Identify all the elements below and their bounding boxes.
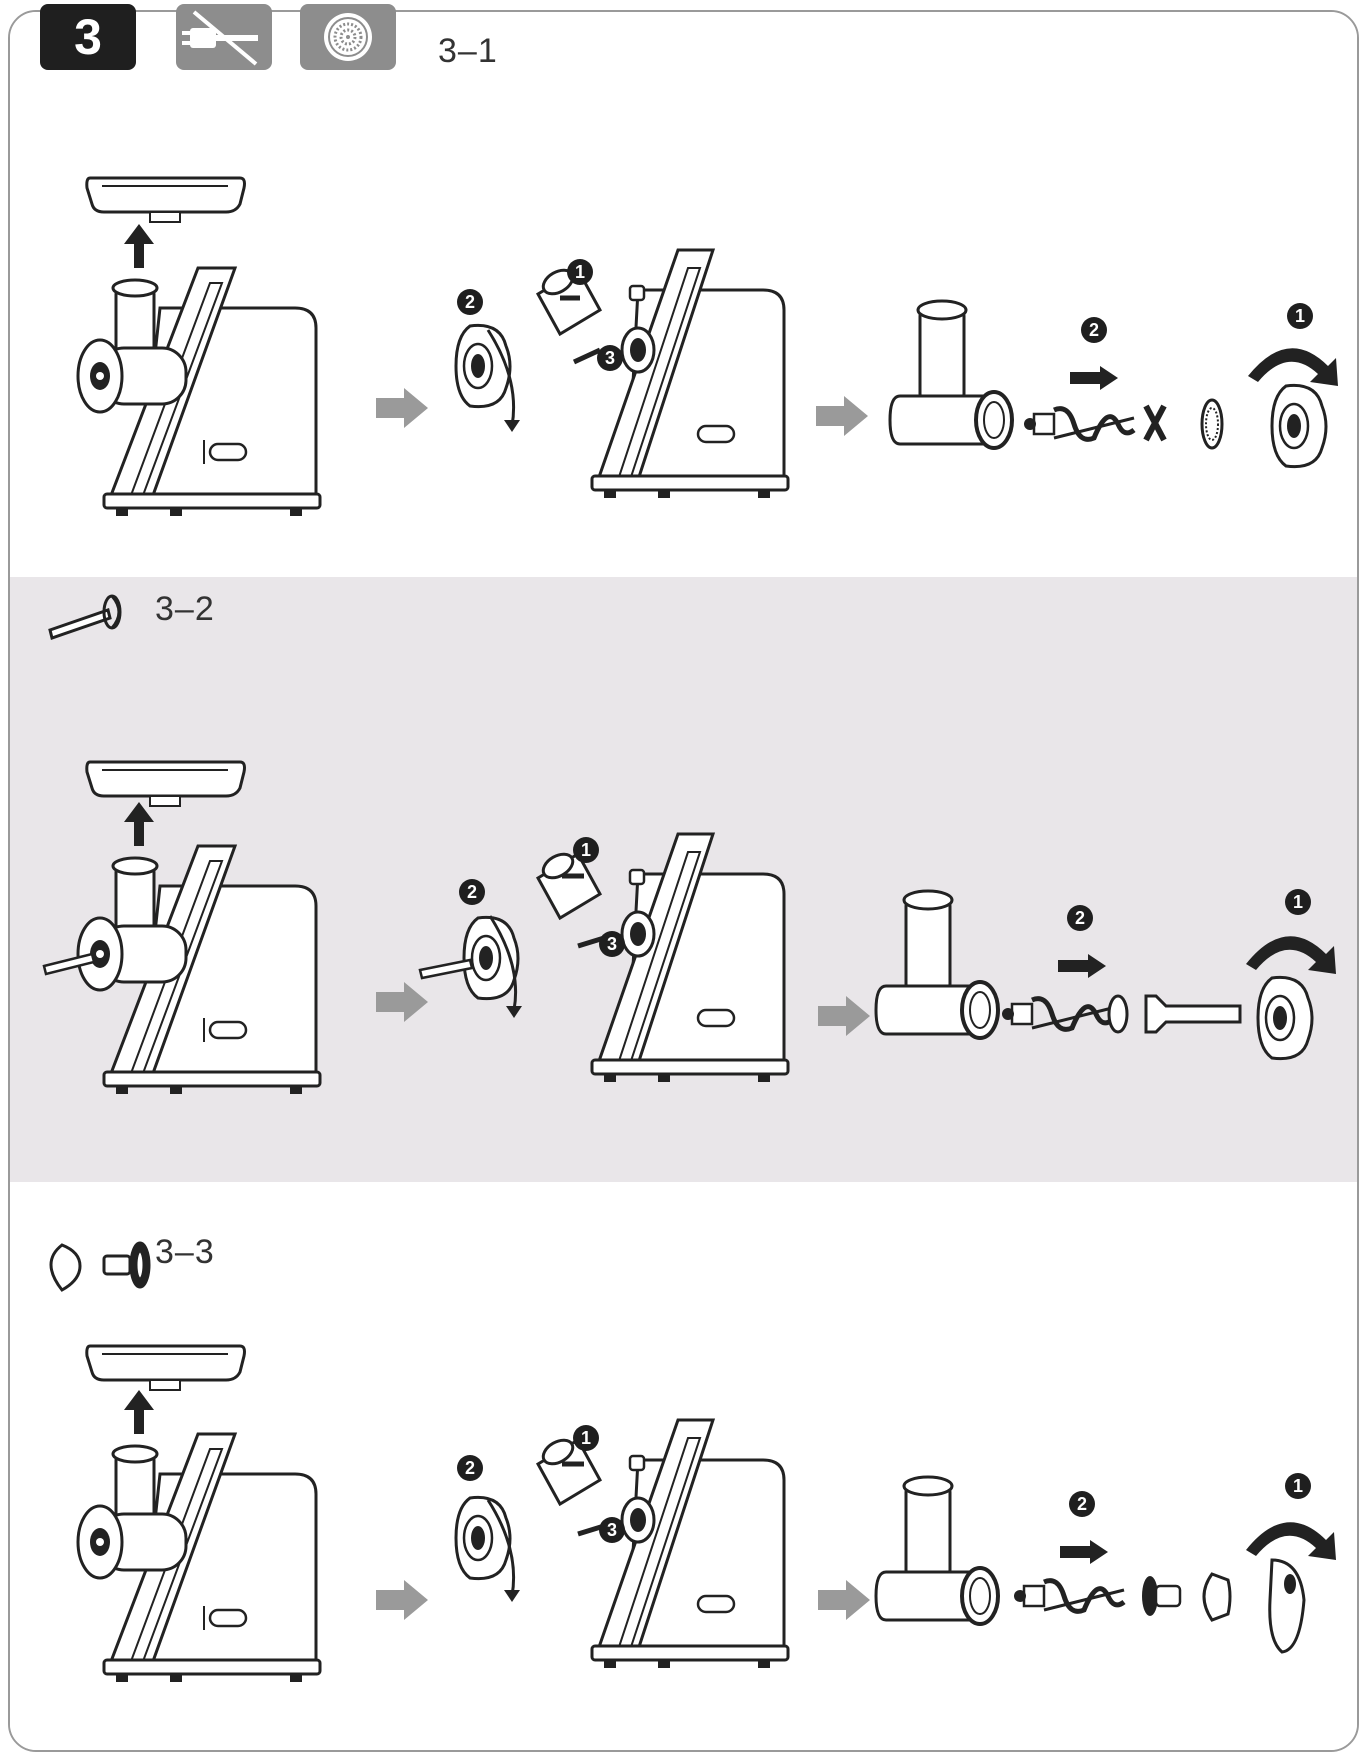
step-3-3-scene bbox=[76, 1344, 1336, 1684]
ring-nut bbox=[454, 1495, 512, 1581]
unscrew-arrow-icon bbox=[1246, 936, 1336, 974]
sausage-tube bbox=[42, 952, 96, 976]
grinder-head-body bbox=[874, 889, 1000, 1040]
step-marker-3 bbox=[599, 1517, 625, 1543]
ring-nut bbox=[1268, 1558, 1306, 1654]
ring-nut bbox=[1270, 383, 1328, 469]
step-number-badge: 3 bbox=[40, 4, 136, 70]
auger-screw bbox=[1002, 999, 1112, 1030]
grinder-head-release bbox=[536, 248, 790, 500]
grinder-head-body bbox=[888, 299, 1014, 450]
step-marker-2 bbox=[457, 1455, 483, 1481]
food-tray bbox=[85, 1344, 246, 1392]
next-arrow-icon bbox=[818, 1580, 870, 1620]
unplug-icon bbox=[176, 4, 272, 70]
step-marker-1 bbox=[1285, 1473, 1311, 1499]
up-arrow-icon bbox=[124, 802, 154, 846]
step-marker-3 bbox=[597, 345, 623, 371]
next-arrow-icon bbox=[376, 388, 428, 428]
food-tray bbox=[85, 176, 246, 224]
next-arrow-icon bbox=[818, 996, 870, 1036]
next-arrow-icon bbox=[816, 396, 868, 436]
kebbe-cone bbox=[1202, 1572, 1232, 1622]
spacer-disc bbox=[1107, 994, 1129, 1034]
step-marker-2 bbox=[1081, 317, 1107, 343]
sausage-tube bbox=[1144, 994, 1242, 1034]
section-label-3-3: 3–3 bbox=[155, 1233, 215, 1271]
right-arrow-icon bbox=[1058, 954, 1106, 978]
next-arrow-icon bbox=[376, 982, 428, 1022]
grinder-head-release bbox=[536, 832, 790, 1084]
assembled-grinder bbox=[76, 844, 322, 1096]
assembled-grinder bbox=[76, 1432, 322, 1684]
step-marker-1 bbox=[573, 1425, 599, 1451]
step-marker-2 bbox=[457, 289, 483, 315]
unscrew-arrow-icon bbox=[1248, 348, 1338, 386]
step-marker-3 bbox=[599, 931, 625, 957]
grinding-plate-icon bbox=[300, 4, 396, 70]
step-marker-1 bbox=[1287, 303, 1313, 329]
assembled-grinder bbox=[76, 266, 322, 518]
food-tray bbox=[85, 760, 246, 808]
step-marker-1 bbox=[567, 259, 593, 285]
section-label-3-2: 3–2 bbox=[155, 590, 215, 628]
step-3-1-scene bbox=[76, 176, 1338, 518]
grinder-head-release bbox=[536, 1418, 790, 1670]
next-arrow-icon bbox=[376, 1580, 428, 1620]
auger-screw bbox=[1024, 409, 1134, 440]
section-label-3-1: 3–1 bbox=[438, 32, 498, 70]
up-arrow-icon bbox=[124, 1390, 154, 1434]
right-arrow-icon bbox=[1070, 366, 1118, 390]
ring-nut bbox=[454, 323, 512, 409]
step-marker-2 bbox=[1067, 905, 1093, 931]
right-arrow-icon bbox=[1060, 1540, 1108, 1564]
auger-screw bbox=[1014, 1581, 1124, 1612]
unscrew-arrow-icon bbox=[1246, 1522, 1336, 1560]
step-marker-1 bbox=[1285, 889, 1311, 915]
step-marker-2 bbox=[1069, 1491, 1095, 1517]
kebbe-base bbox=[1142, 1576, 1158, 1616]
up-arrow-icon bbox=[124, 224, 154, 268]
grinder-head-body bbox=[874, 1475, 1000, 1626]
ring-nut bbox=[1256, 975, 1314, 1061]
step-3-2-scene bbox=[42, 760, 1336, 1096]
step-marker-2 bbox=[459, 879, 485, 905]
step-marker-1 bbox=[573, 837, 599, 863]
cutting-blade bbox=[1143, 404, 1167, 442]
